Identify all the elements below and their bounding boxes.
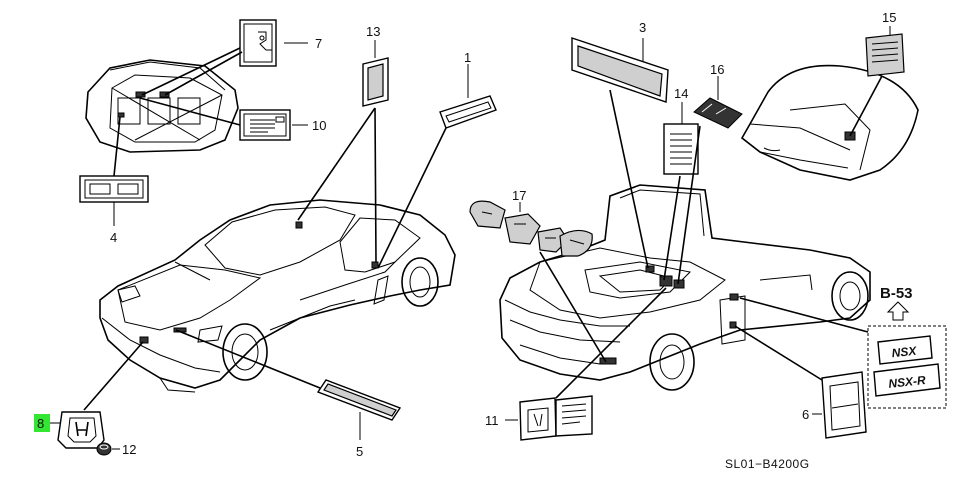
callout-12[interactable]: 12 (122, 442, 136, 457)
callout-10[interactable]: 10 (312, 118, 326, 133)
leader-13c (374, 107, 377, 263)
part-1-label[interactable] (439, 95, 497, 129)
leader-15b (849, 75, 883, 137)
callout-5[interactable]: 5 (356, 444, 363, 459)
part-10-label[interactable] (239, 109, 291, 141)
callout-1[interactable]: 1 (464, 50, 471, 65)
leader-10b (139, 97, 241, 126)
callout-17[interactable]: 17 (512, 188, 526, 203)
callout-16[interactable]: 16 (710, 62, 724, 77)
part-12-clip[interactable] (96, 442, 112, 456)
reference-b53[interactable]: B-53 (880, 285, 913, 302)
hood-underside-illustration (85, 59, 239, 153)
callout-6[interactable]: 6 (802, 407, 809, 422)
leader-3b (609, 89, 649, 269)
rear-car-illustration (499, 184, 871, 391)
part-15-label[interactable] (865, 33, 905, 77)
part-5-label[interactable] (316, 379, 402, 421)
leader-7b (141, 47, 241, 96)
callout-3[interactable]: 3 (639, 20, 646, 35)
part-11-label[interactable] (519, 395, 593, 441)
leader-17b (539, 251, 607, 363)
part-7-label[interactable] (239, 19, 277, 67)
callout-4[interactable]: 4 (110, 230, 117, 245)
leader-11b (555, 287, 667, 399)
diagram-code: SL01−B4200G (725, 457, 810, 471)
leader-1b (377, 127, 447, 269)
leader-5a (175, 329, 321, 389)
leader-b53 (739, 297, 869, 333)
highlight-marker (34, 414, 50, 432)
part-14-label[interactable] (663, 123, 699, 175)
front-car-illustration (99, 199, 456, 393)
emblem-nsx-text: NSX (891, 344, 918, 361)
b53-reference-box[interactable] (867, 301, 947, 409)
leader-7c (164, 51, 243, 96)
callout-14[interactable]: 14 (674, 86, 688, 101)
part-13-label[interactable] (362, 57, 389, 107)
part-6-label[interactable] (821, 371, 867, 439)
leader-13b (297, 107, 376, 221)
part-16-label[interactable] (693, 97, 743, 129)
leader-6a (734, 325, 823, 381)
callout-13[interactable]: 13 (366, 24, 380, 39)
leader-4 (113, 116, 121, 177)
part-17-emblem[interactable] (469, 200, 593, 257)
emblem-nsx-r-text: NSX-R (888, 373, 927, 391)
leader-8 (83, 341, 144, 411)
callout-11[interactable]: 11 (485, 413, 499, 428)
part-3-label[interactable] (571, 37, 669, 103)
callout-7[interactable]: 7 (315, 36, 322, 51)
part-8-emblem[interactable] (57, 411, 105, 449)
leader-16b (677, 125, 701, 285)
trunk-illustration (740, 64, 919, 181)
callout-8[interactable]: 8 (37, 416, 44, 431)
part-4-label[interactable] (79, 175, 149, 203)
leader-14b (663, 175, 681, 281)
callout-15[interactable]: 15 (882, 10, 896, 25)
